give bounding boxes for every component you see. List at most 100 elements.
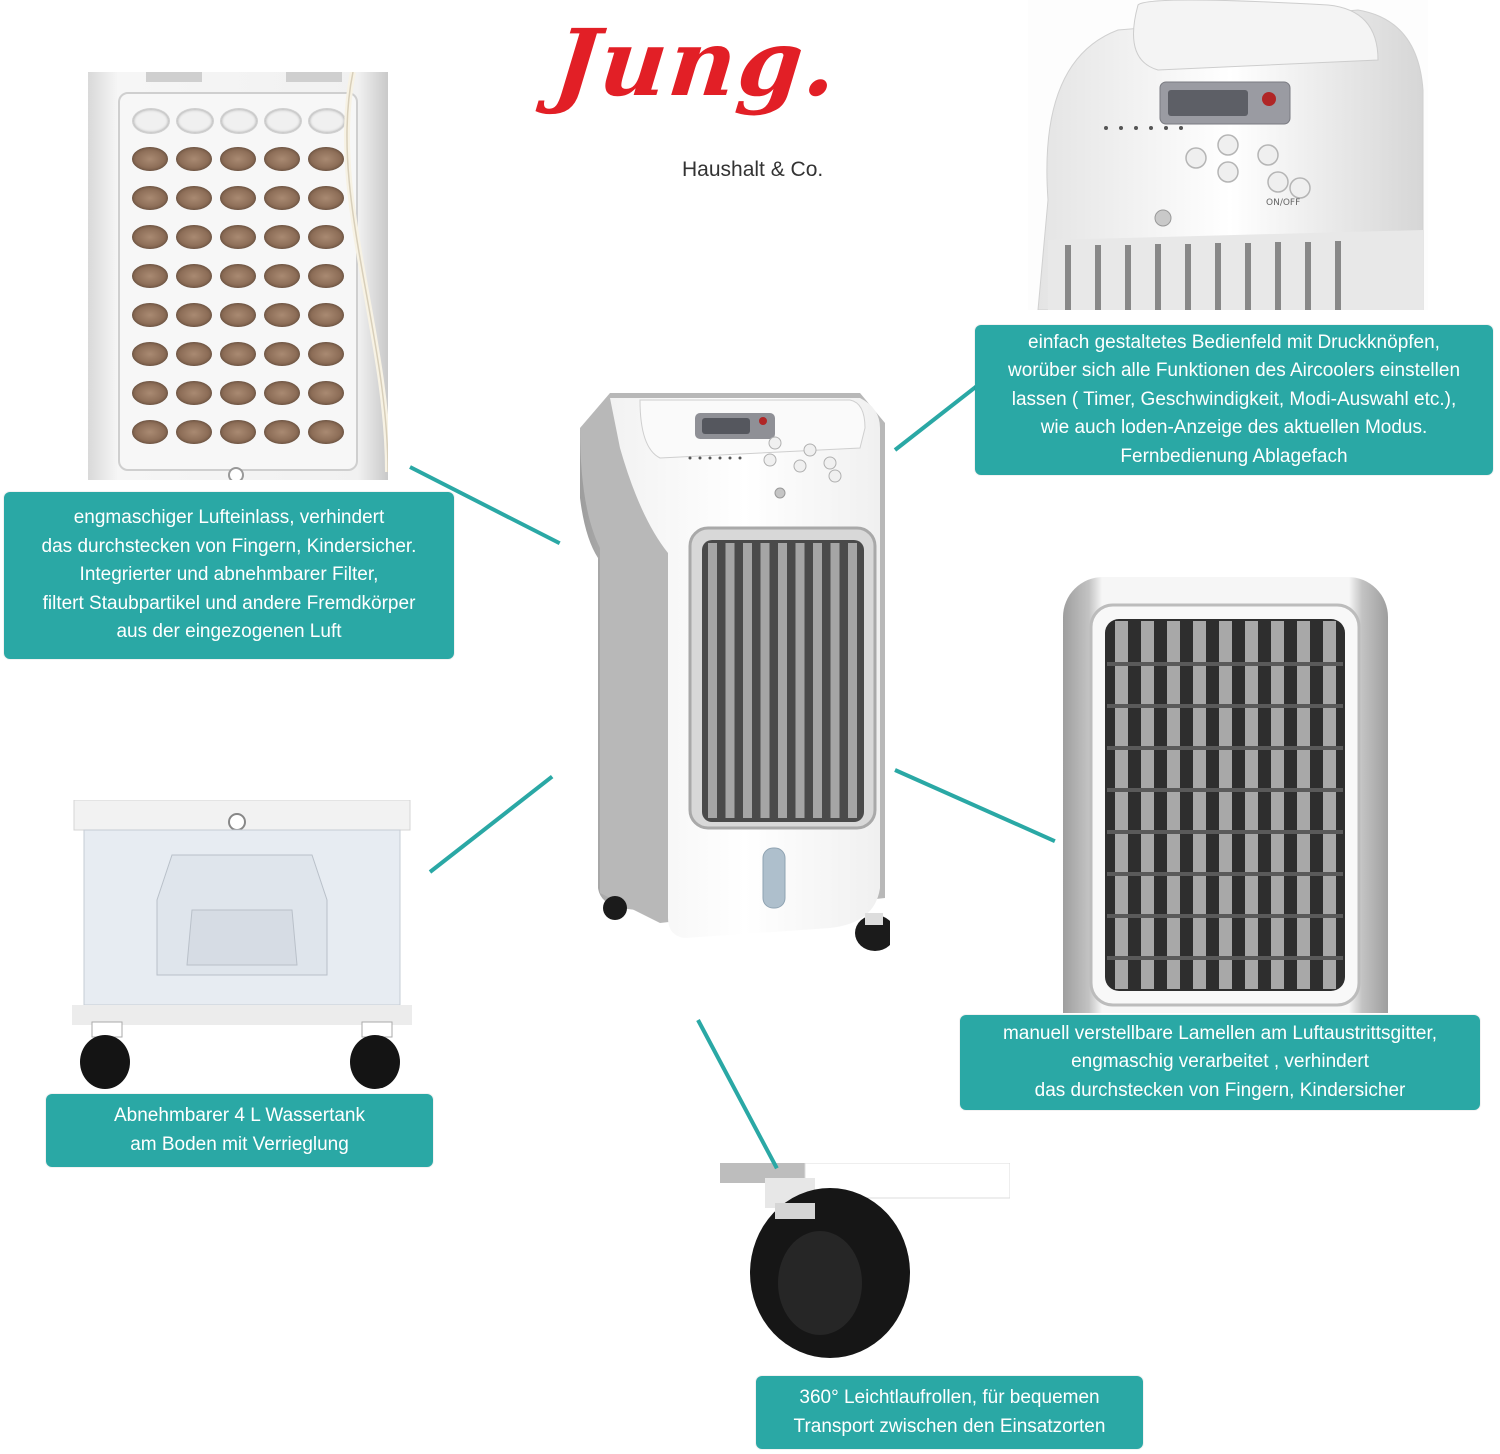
louver-blade — [725, 543, 735, 818]
air-cooler-illustration — [580, 393, 895, 1006]
louver-blade — [795, 543, 805, 818]
water-tank-illustration — [72, 800, 412, 1089]
louver-blade — [1193, 621, 1206, 989]
filter-hole — [264, 381, 300, 405]
caption-line: aus der eingezogenen Luft — [116, 621, 342, 643]
caption-line: filtert Staubpartikel und andere Fremdkö… — [42, 592, 416, 614]
filter-hole — [308, 381, 344, 405]
control-panel-photo: ON/OFF — [1028, 0, 1428, 310]
filter-hole — [308, 420, 344, 444]
louvers-illustration — [1089, 603, 1361, 1007]
filter-hole — [132, 108, 170, 134]
filter-hole — [220, 186, 256, 210]
wheel-illustration — [720, 1163, 1010, 1358]
louver-blade — [1167, 621, 1180, 989]
caption-line: wie auch loden-Anzeige des aktuellen Mod… — [1040, 417, 1428, 439]
filter-hole — [308, 225, 344, 249]
caption-line: engmaschig verarbeitet , verhindert — [1071, 1051, 1369, 1073]
filter-hole — [220, 147, 256, 171]
louvers-photo — [1063, 577, 1388, 1013]
filter-hole — [264, 225, 300, 249]
filter-hole — [308, 108, 346, 134]
filter-hole — [220, 420, 256, 444]
filter-grid — [118, 92, 358, 471]
wheel-photo — [720, 1163, 1010, 1363]
louver-blade — [1115, 621, 1128, 989]
louver-crossbar — [1107, 830, 1343, 834]
caption-line: Fernbedienung Ablagefach — [1120, 445, 1348, 467]
louver-crossbar — [1107, 746, 1343, 750]
louver-blade — [830, 543, 840, 818]
louver-blade — [708, 543, 717, 818]
caption-line: lassen ( Timer, Geschwindigkeit, Modi-Au… — [1011, 388, 1457, 410]
filter-hole — [176, 264, 212, 288]
filter-hole — [132, 147, 168, 171]
filter-hole — [132, 264, 168, 288]
filter-hole — [308, 342, 344, 366]
connector-wheels — [696, 1019, 779, 1170]
filter-hole — [176, 186, 212, 210]
filter-hole — [264, 186, 300, 210]
filter-hole — [220, 264, 256, 288]
louver-blade — [1245, 621, 1258, 989]
louver-crossbar — [1107, 788, 1343, 792]
filter-hole — [264, 147, 300, 171]
connector-tank — [428, 774, 554, 874]
caption-line: engmaschiger Lufteinlass, verhindert — [73, 507, 385, 529]
power-cord — [343, 72, 388, 473]
louver-blade — [778, 543, 787, 818]
caption-line: das durchstecken von Fingern, Kindersich… — [1034, 1079, 1406, 1101]
filter-hole — [132, 381, 168, 405]
filter-hole — [132, 225, 168, 249]
louver-crossbar — [1107, 872, 1343, 876]
control-panel-illustration: ON/OFF — [1028, 0, 1428, 310]
filter-hole — [132, 420, 168, 444]
air-cooler-main-photo — [580, 388, 895, 1006]
caption-filter: engmaschiger Lufteinlass, verhindert das … — [4, 492, 454, 659]
filter-hole — [176, 108, 214, 134]
filter-hole — [308, 147, 344, 171]
filter-hole — [308, 186, 344, 210]
caption-control-panel: einfach gestaltetes Bedienfeld mit Druck… — [975, 325, 1493, 475]
filter-hole — [176, 225, 212, 249]
filter-hole — [176, 381, 212, 405]
filter-hole — [308, 264, 344, 288]
water-tank-photo — [72, 800, 412, 1090]
connector-louvers — [894, 768, 1056, 844]
filter-hole — [220, 225, 256, 249]
louver-blade — [1297, 621, 1310, 989]
caption-line: Integrierter und abnehmbarer Filter, — [79, 564, 379, 586]
filter-hole — [220, 108, 258, 134]
filter-hole — [176, 420, 212, 444]
filter-hole — [220, 381, 256, 405]
caption-line: manuell verstellbare Lamellen am Luftaus… — [1002, 1022, 1438, 1044]
filter-hole — [132, 303, 168, 327]
filter-hole — [220, 303, 256, 327]
caption-line: einfach gestaltetes Bedienfeld mit Druck… — [1028, 331, 1440, 353]
louver-crossbar — [1107, 704, 1343, 708]
louver-crossbar — [1107, 914, 1343, 918]
brand-logo: Jung. — [549, 9, 845, 117]
filter-hole — [264, 420, 300, 444]
filter-hole — [264, 108, 302, 134]
filter-hole — [264, 342, 300, 366]
louver-blade — [813, 543, 822, 818]
filter-hole — [308, 303, 344, 327]
caption-line: Abnehmbarer 4 L Wassertank — [114, 1105, 365, 1126]
air-outlet-louvers — [708, 543, 857, 818]
louver-blade — [848, 543, 857, 818]
louver-blade — [1141, 621, 1154, 989]
filter-hole — [220, 342, 256, 366]
louver-crossbar — [1107, 956, 1343, 960]
caption-line: worüber sich alle Funktionen des Aircool… — [1007, 360, 1461, 382]
caption-line: das durchstecken von Fingern, Kindersich… — [41, 535, 417, 557]
louver-crossbar — [1107, 662, 1343, 666]
louver-blade — [1271, 621, 1284, 989]
louver-blade — [760, 543, 770, 818]
filter-hole — [176, 342, 212, 366]
filter-grille-photo — [88, 72, 388, 480]
button-on-off-label: ON/OFF — [1266, 198, 1300, 208]
louver-blade — [1323, 621, 1336, 989]
